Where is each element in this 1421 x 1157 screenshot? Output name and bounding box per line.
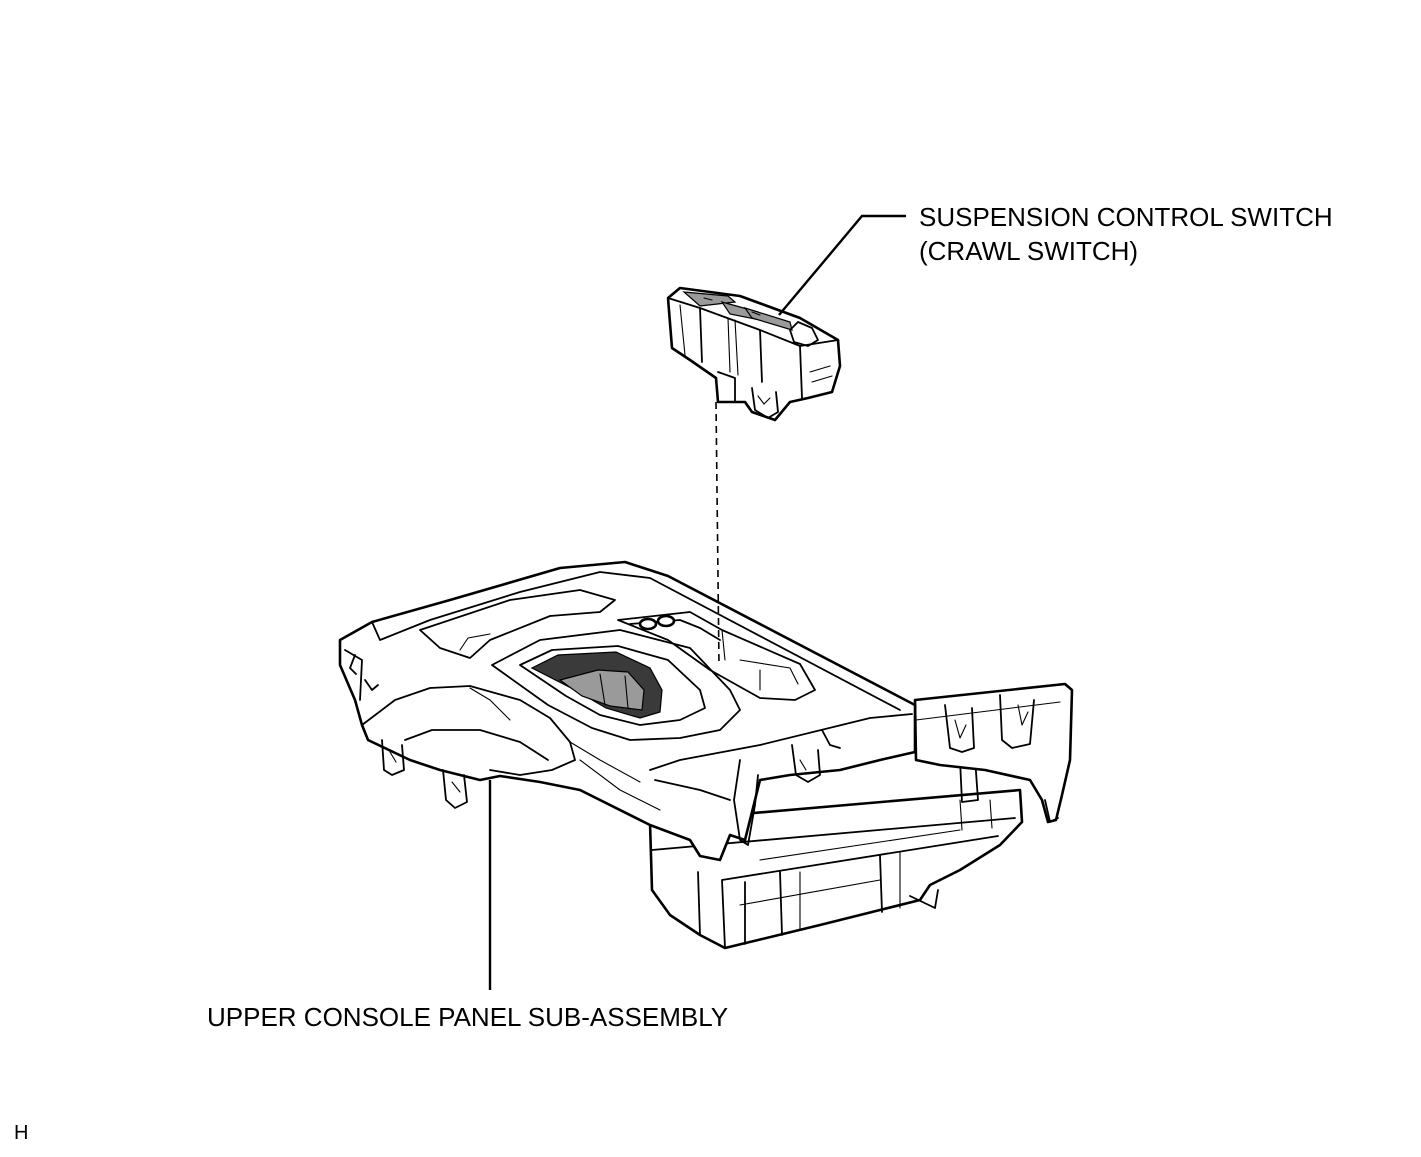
mounting-clips-drawing [349, 654, 841, 846]
right-bracket-drawing [913, 682, 1074, 824]
upper-console-panel-drawing [338, 401, 1074, 950]
suspension-control-switch-drawing [666, 286, 842, 422]
upper-console-panel-label: UPPER CONSOLE PANEL SUB-ASSEMBLY [207, 1002, 729, 1032]
console-top-deck-drawing [338, 560, 917, 862]
switch-label-line-1: SUSPENSION CONTROL SWITCH [919, 202, 1333, 232]
figure-code: H [14, 1122, 29, 1144]
alignment-dashed-line [715, 401, 720, 666]
suspension-control-switch-label: SUSPENSION CONTROL SWITCH (CRAWL SWITCH) [919, 200, 1333, 268]
switch-callout-leader [778, 214, 906, 316]
switch-label-line-2: (CRAWL SWITCH) [919, 236, 1139, 266]
